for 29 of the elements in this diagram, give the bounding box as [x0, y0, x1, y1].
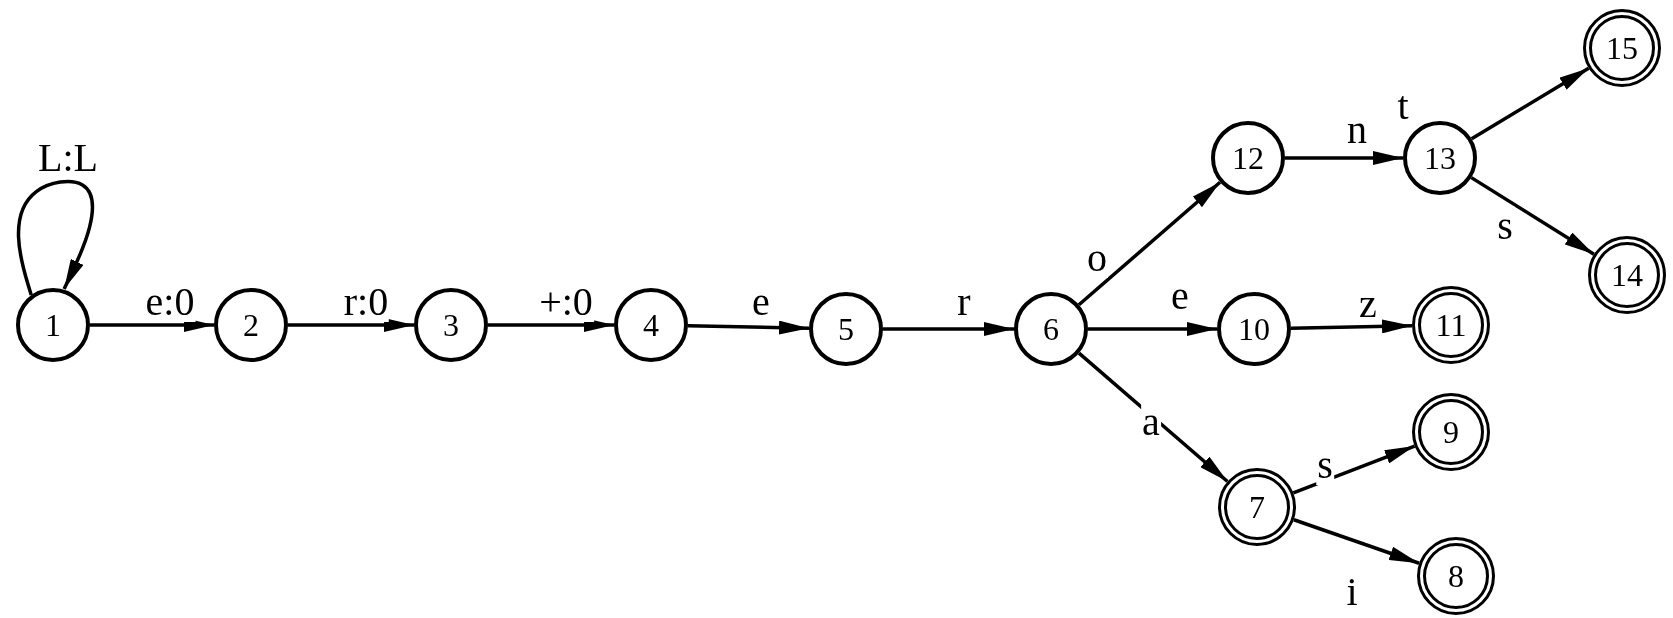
- state-number: 4: [643, 306, 659, 344]
- transition-arrow: [1293, 518, 1420, 565]
- transition-arrow: [1290, 319, 1413, 334]
- transition-arrow: [1285, 151, 1403, 165]
- state-number: 14: [1611, 256, 1643, 294]
- state-number: 15: [1606, 29, 1638, 67]
- transition-arrow: [1470, 66, 1590, 141]
- transition-arrow: [90, 318, 214, 332]
- state-number: 2: [243, 306, 259, 344]
- state-number: 10: [1238, 310, 1270, 348]
- state-number: 3: [443, 306, 459, 344]
- state-number: 13: [1424, 139, 1456, 177]
- state-number: 6: [1043, 310, 1059, 348]
- state-number: 9: [1443, 413, 1459, 451]
- transition-arrow: [288, 318, 414, 332]
- state-number: 11: [1435, 306, 1467, 344]
- transition-arrow: [883, 322, 1014, 336]
- self-loop-arrow: [16, 179, 95, 296]
- state-number: 8: [1448, 557, 1464, 595]
- state-number: 1: [45, 306, 61, 344]
- state-number: 5: [838, 310, 854, 348]
- transition-arrow: [1077, 180, 1222, 307]
- transition-arrow: [1088, 322, 1217, 336]
- transition-arrow: [687, 320, 810, 335]
- transition-arrow: [1470, 176, 1595, 256]
- state-number: 12: [1232, 139, 1264, 177]
- transition-arrow: [1077, 351, 1229, 483]
- state-number: 7: [1249, 488, 1265, 526]
- transition-arrow: [488, 318, 614, 332]
